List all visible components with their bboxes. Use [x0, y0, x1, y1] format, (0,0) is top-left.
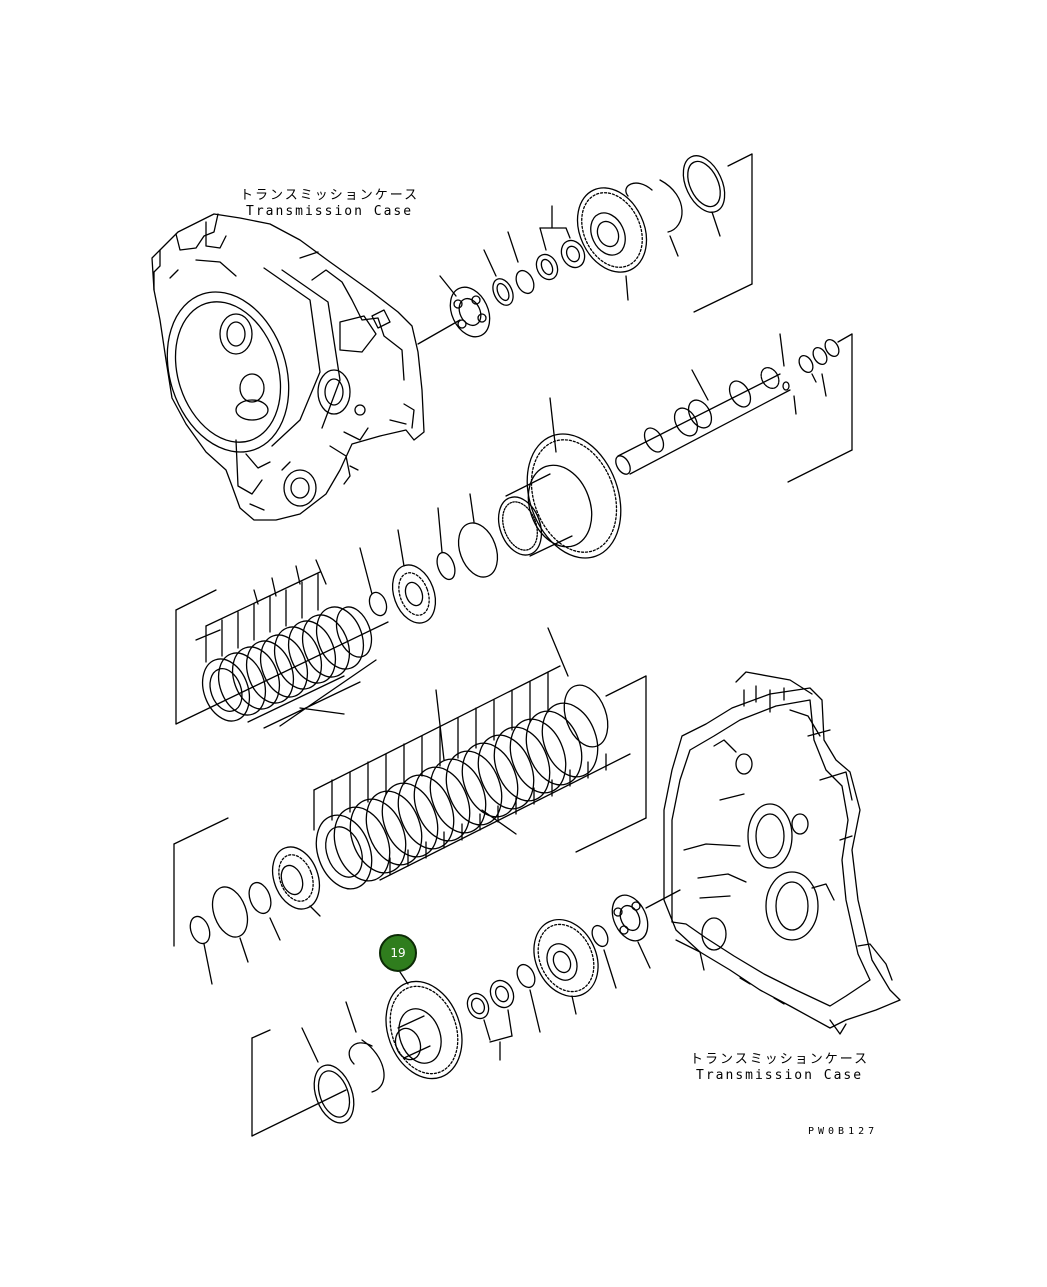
- part-callout-19[interactable]: 19: [379, 934, 417, 972]
- output-shaft: [615, 333, 853, 483]
- drawing-code: PW0B127: [808, 1126, 879, 1137]
- callout-number: 19: [390, 946, 406, 960]
- bottom-gear-group: [251, 971, 463, 1137]
- transmission-case-label-top: トランスミッションケース Transmission Case: [240, 188, 419, 220]
- upper-clutch-pack: [175, 559, 389, 729]
- top-bearing-group: [417, 153, 753, 345]
- piston-group: [359, 529, 437, 624]
- case-label-bottom-jp: トランスミッションケース: [690, 1052, 870, 1067]
- transmission-case-label-bottom: トランスミッションケース Transmission Case: [690, 1052, 869, 1084]
- clutch-drum-gear: [436, 397, 622, 581]
- bottom-bearing-group: [466, 889, 681, 1061]
- lower-clutch-pack: [173, 627, 647, 947]
- lower-piston-group: [189, 846, 321, 985]
- transmission-case-top: [151, 213, 425, 521]
- case-label-bottom-en: Transmission Case: [696, 1068, 864, 1083]
- case-label-top-jp: トランスミッションケース: [240, 188, 420, 203]
- transmission-case-bottom: [663, 671, 901, 1035]
- case-label-top-en: Transmission Case: [246, 204, 414, 219]
